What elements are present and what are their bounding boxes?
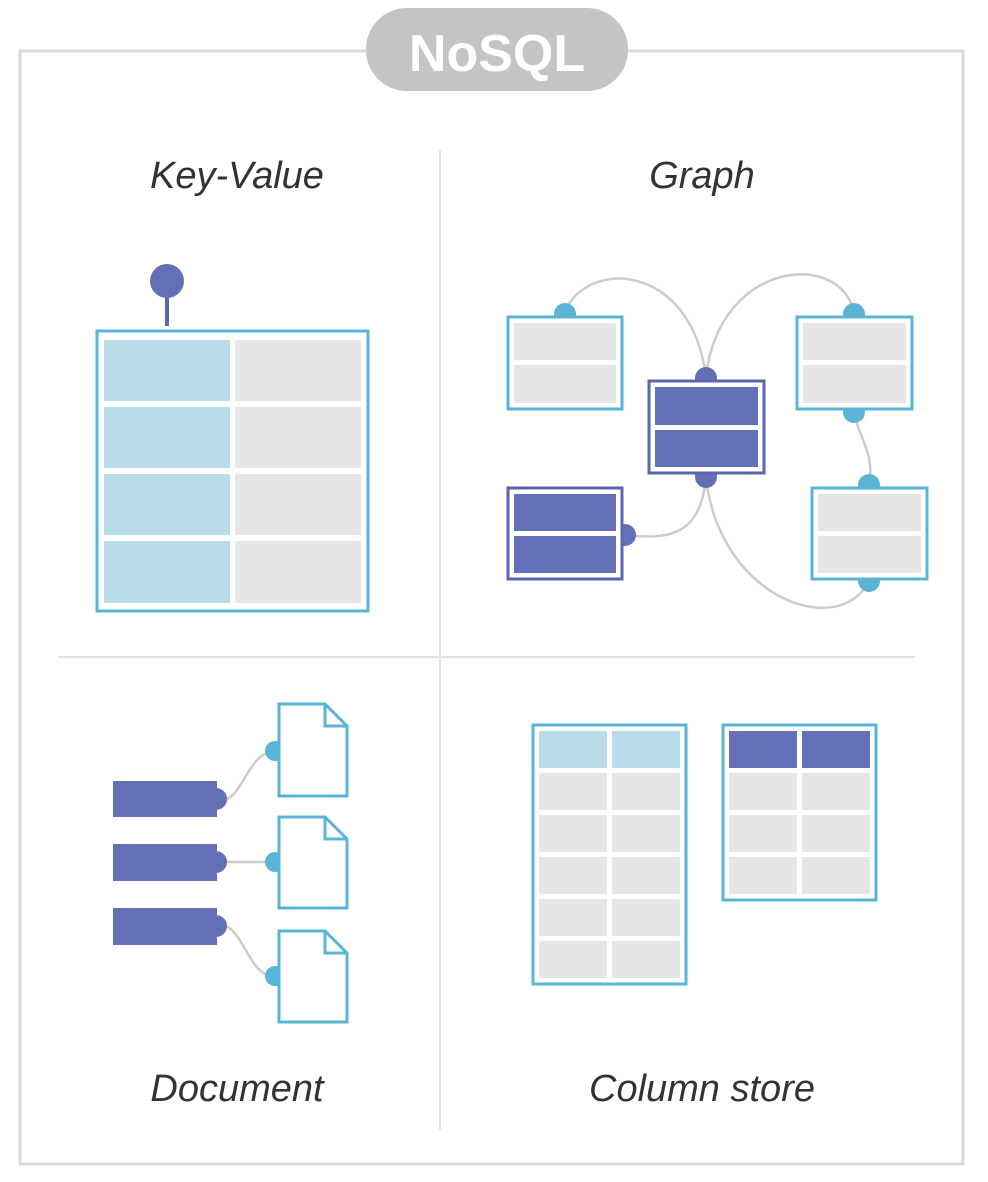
graph-edge: [625, 477, 708, 538]
graph-illustration: [506, 273, 929, 609]
column-cell: [802, 857, 870, 894]
document-illustration: [113, 702, 349, 1024]
key-value-illustration: [95, 264, 370, 613]
label-graph: Graph: [649, 155, 755, 197]
graph-node-field: [514, 365, 616, 403]
column-cell: [729, 815, 797, 852]
graph-node-field: [803, 365, 906, 403]
column-cell: [612, 941, 680, 978]
column-cell: [539, 941, 607, 978]
column-header-cell: [729, 731, 797, 768]
value-cell: [235, 474, 361, 535]
graph-node-field: [655, 430, 758, 467]
graph-node-field: [655, 387, 758, 425]
value-cell: [235, 340, 361, 401]
title-pill-background: [366, 8, 628, 91]
graph-node-field: [514, 494, 616, 531]
column-cell: [539, 815, 607, 852]
document-file-icon: [277, 929, 349, 1024]
column-store-illustration: [531, 723, 878, 986]
document-file-icon: [277, 815, 349, 910]
graph-node-field: [803, 323, 906, 360]
column-cell: [612, 899, 680, 936]
title-pill: NoSQL: [366, 8, 628, 91]
value-cell: [235, 541, 361, 603]
graph-edge: [704, 273, 856, 377]
column-cell: [539, 899, 607, 936]
document-key-connector: [205, 851, 227, 873]
document-key: [113, 781, 217, 817]
column-cell: [612, 815, 680, 852]
column-cell: [802, 815, 870, 852]
column-cell: [729, 857, 797, 894]
graph-node-field: [514, 536, 616, 573]
diagram-title: NoSQL: [409, 25, 585, 83]
value-cell: [235, 407, 361, 468]
column-cell: [539, 857, 607, 894]
document-key: [113, 908, 217, 945]
column-header-cell: [612, 731, 680, 768]
key-cell: [104, 541, 230, 603]
column-cell: [539, 773, 607, 810]
key-cell: [104, 474, 230, 535]
label-document: Document: [150, 1068, 325, 1110]
column-table-tall: [531, 723, 688, 986]
graph-node-field: [818, 536, 921, 573]
column-header-cell: [539, 731, 607, 768]
graph-node-field: [514, 323, 616, 360]
column-cell: [612, 773, 680, 810]
label-column-store: Column store: [589, 1068, 815, 1110]
column-cell: [729, 773, 797, 810]
document-key-connector: [205, 788, 227, 810]
document-key: [113, 844, 217, 881]
key-cell: [104, 340, 230, 401]
graph-node-field: [818, 494, 921, 531]
document-file-icon: [277, 702, 349, 798]
graph-edge: [704, 477, 871, 609]
label-key-value: Key-Value: [150, 155, 324, 197]
key-cell: [104, 407, 230, 468]
document-key-connector: [205, 915, 227, 937]
column-header-cell: [802, 731, 870, 768]
graph-edge: [563, 277, 708, 377]
column-cell: [802, 773, 870, 810]
key-pin-icon: [150, 264, 184, 298]
column-cell: [612, 857, 680, 894]
